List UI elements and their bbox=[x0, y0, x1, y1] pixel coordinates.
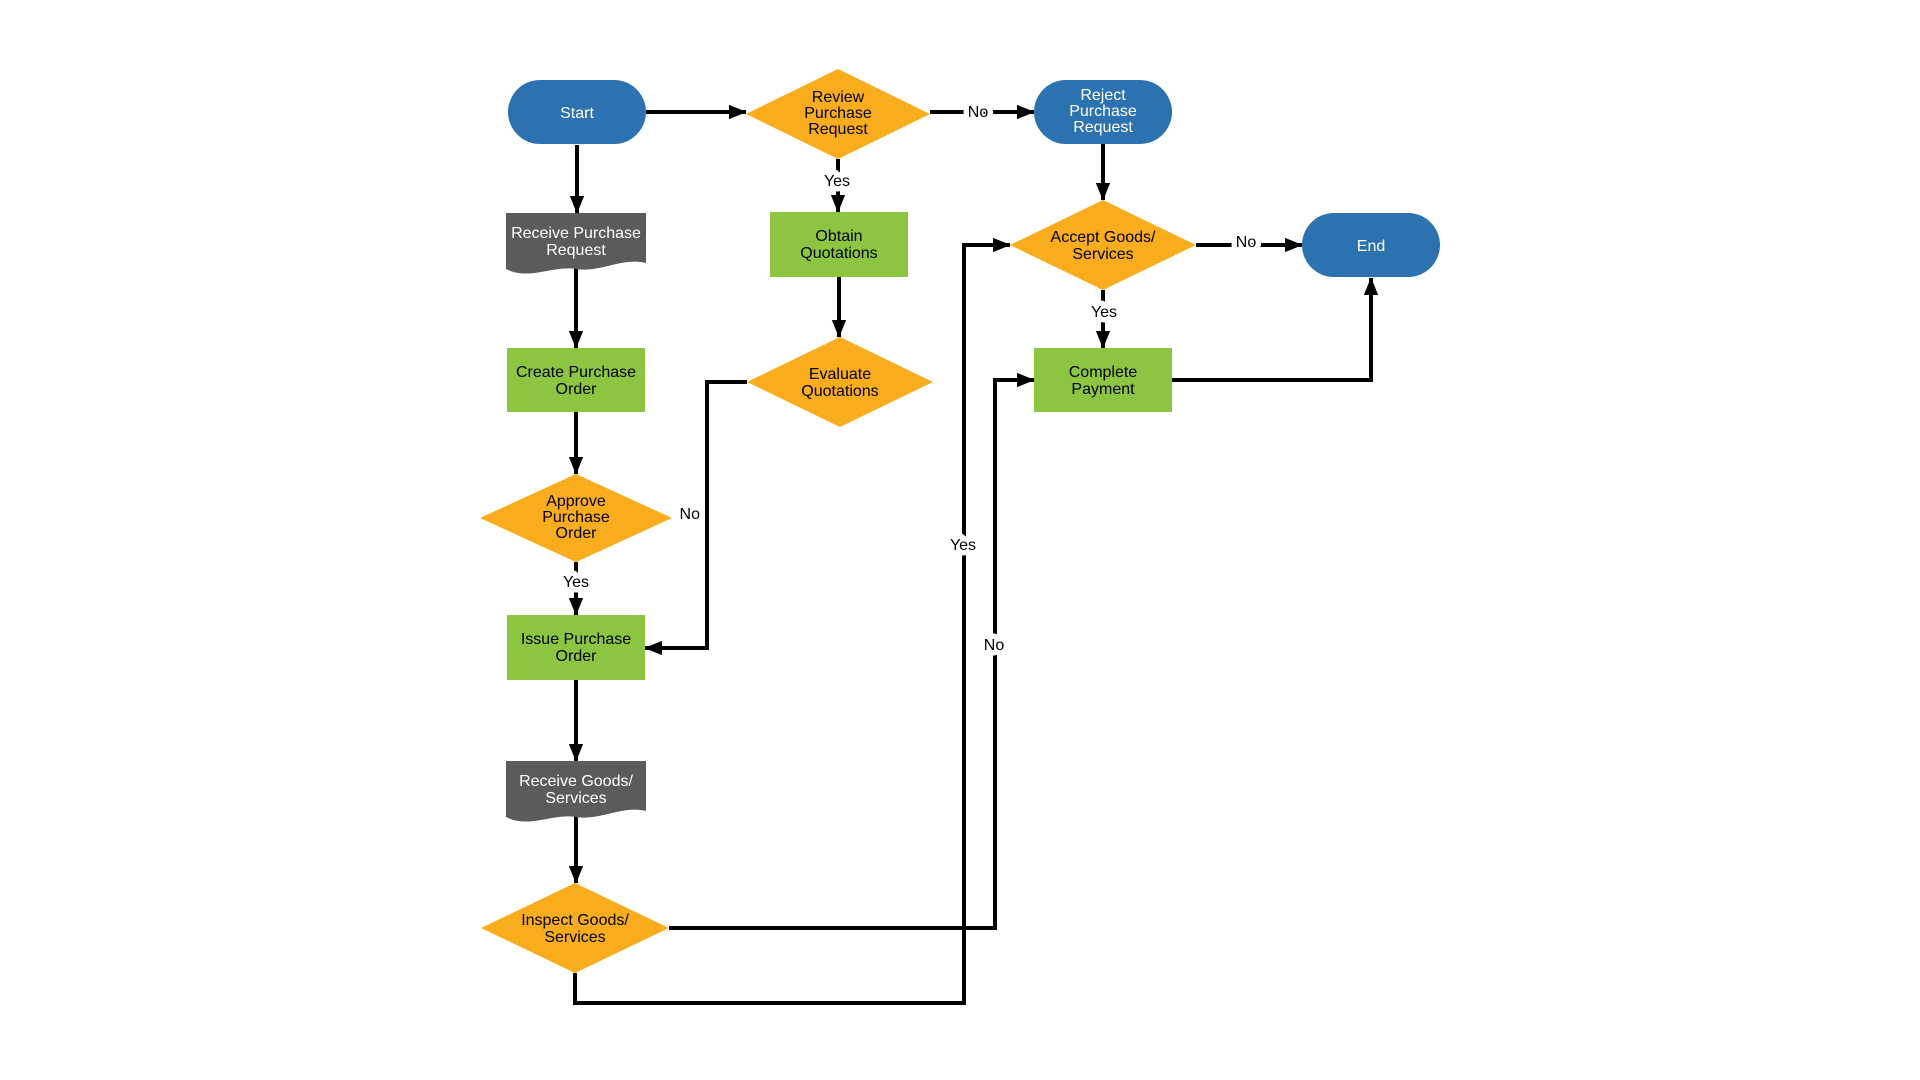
end-terminator-shape bbox=[1302, 213, 1440, 277]
end-label: End bbox=[1357, 238, 1385, 255]
inspect-decision-shape bbox=[481, 883, 669, 973]
approve-label-line2: Purchase bbox=[542, 509, 610, 526]
receive-goods-label-line2: Services bbox=[545, 790, 606, 807]
create-label-line2: Order bbox=[556, 381, 598, 398]
create-label-line1: Create Purchase bbox=[516, 364, 636, 381]
node-issue-purchase-order: Issue Purchase Order bbox=[507, 615, 645, 680]
approve-label-line1: Approve bbox=[546, 493, 606, 510]
node-evaluate-quotations: Evaluate Quotations bbox=[747, 337, 933, 427]
edge-inspect-no-to-complete bbox=[669, 372, 1035, 930]
inspect-label-line2: Services bbox=[544, 929, 605, 946]
evaluate-label-line2: Quotations bbox=[801, 383, 878, 400]
edge-inspect-yes-to-accept bbox=[573, 237, 1011, 1005]
reject-label-line1: Reject bbox=[1080, 87, 1126, 104]
edge-label-accept-no: No bbox=[1236, 234, 1257, 251]
issue-process-shape bbox=[507, 615, 645, 680]
node-complete-payment: Complete Payment bbox=[1034, 348, 1172, 412]
node-accept-goods-services: Accept Goods/ Services bbox=[1010, 200, 1196, 290]
issue-label-line1: Issue Purchase bbox=[521, 631, 631, 648]
accept-decision-shape bbox=[1010, 200, 1196, 290]
edge-label-evaluate-no: No bbox=[680, 506, 701, 523]
node-obtain-quotations: Obtain Quotations bbox=[770, 212, 908, 277]
receive-goods-label-line1: Receive Goods/ bbox=[519, 773, 633, 790]
review-label-line1: Review bbox=[812, 89, 865, 106]
complete-label-line2: Payment bbox=[1071, 381, 1135, 398]
receive-request-document-shape bbox=[506, 213, 646, 274]
node-create-purchase-order: Create Purchase Order bbox=[507, 348, 645, 412]
edge-label-approve-yes: Yes bbox=[563, 574, 589, 591]
review-label-line2: Purchase bbox=[804, 105, 872, 122]
obtain-process-shape bbox=[770, 212, 908, 277]
node-start: Start bbox=[508, 80, 646, 144]
obtain-label-line1: Obtain bbox=[815, 228, 862, 245]
complete-label-line1: Complete bbox=[1069, 364, 1138, 381]
reject-terminator-shape bbox=[1034, 80, 1172, 144]
node-reject-purchase-request: Reject Purchase Request bbox=[1034, 80, 1172, 144]
review-decision-shape bbox=[746, 69, 930, 159]
start-label: Start bbox=[560, 105, 594, 122]
edge-evaluate-no-to-issue bbox=[644, 380, 747, 656]
reject-label-line3: Request bbox=[1073, 119, 1133, 136]
evaluate-label-line1: Evaluate bbox=[809, 366, 871, 383]
obtain-label-line2: Quotations bbox=[800, 245, 877, 262]
edge-complete-to-end bbox=[1172, 277, 1379, 382]
accept-label-line2: Services bbox=[1072, 246, 1133, 263]
approve-label-line3: Order bbox=[556, 525, 598, 542]
reject-label-line2: Purchase bbox=[1069, 103, 1137, 120]
node-receive-purchase-request: Receive Purchase Request bbox=[506, 213, 646, 274]
edge-label-review-no: No bbox=[968, 104, 989, 121]
node-end: End bbox=[1302, 213, 1440, 277]
connectors bbox=[568, 104, 1379, 1005]
edge-label-inspect-yes: Yes bbox=[950, 537, 976, 554]
review-label-line3: Request bbox=[808, 121, 868, 138]
receive-request-label-line2: Request bbox=[546, 242, 606, 259]
edge-label-review-yes: Yes bbox=[824, 173, 850, 190]
start-terminator-shape bbox=[508, 80, 646, 144]
accept-label-line1: Accept Goods/ bbox=[1051, 229, 1157, 246]
inspect-label-line1: Inspect Goods/ bbox=[521, 912, 629, 929]
edge-label-inspect-no: No bbox=[984, 637, 1005, 654]
issue-label-line2: Order bbox=[556, 648, 598, 665]
node-approve-purchase-order: Approve Purchase Order bbox=[480, 474, 672, 562]
nodes: Start Review Purchase Request Reject Pur… bbox=[480, 69, 1440, 973]
approve-decision-shape bbox=[480, 474, 672, 562]
evaluate-decision-shape bbox=[747, 337, 933, 427]
edge-label-accept-yes: Yes bbox=[1091, 304, 1117, 321]
complete-process-shape bbox=[1034, 348, 1172, 412]
node-receive-goods-services: Receive Goods/ Services bbox=[506, 761, 646, 822]
create-process-shape bbox=[507, 348, 645, 412]
node-inspect-goods-services: Inspect Goods/ Services bbox=[481, 883, 669, 973]
receive-goods-document-shape bbox=[506, 761, 646, 822]
node-review-purchase-request: Review Purchase Request bbox=[746, 69, 930, 159]
receive-request-label-line1: Receive Purchase bbox=[511, 225, 641, 242]
